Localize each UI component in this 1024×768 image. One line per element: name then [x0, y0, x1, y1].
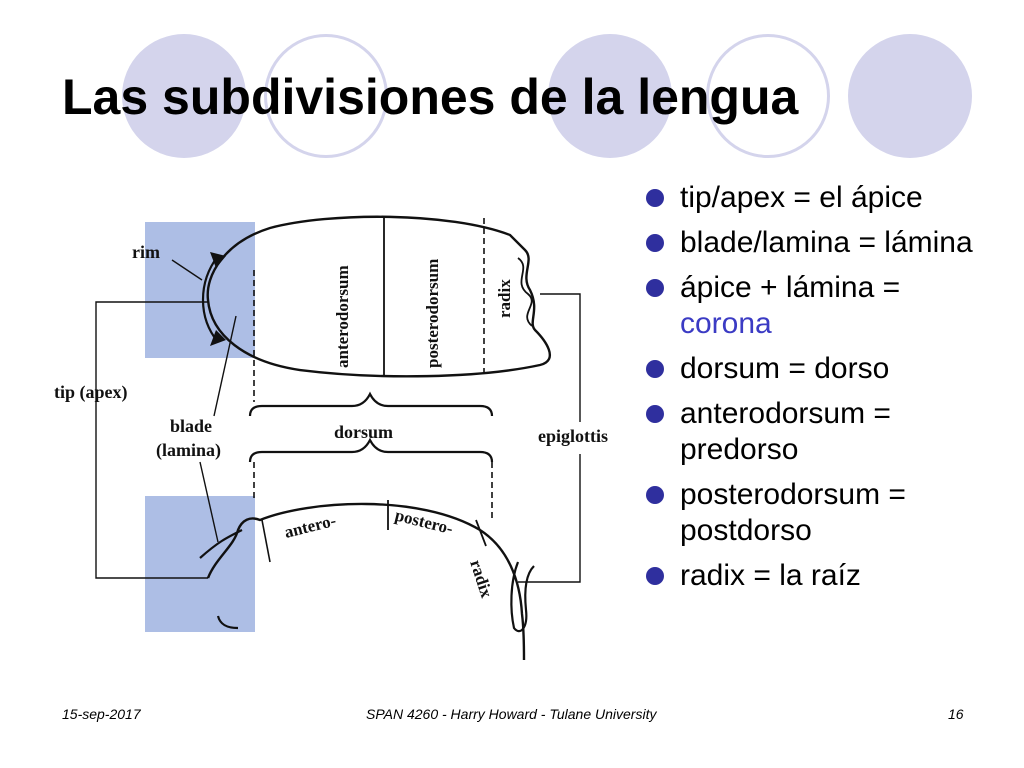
footer-course: SPAN 4260 - Harry Howard - Tulane Univer…	[366, 706, 657, 722]
dorsum-label: dorsum	[334, 422, 393, 442]
epiglottis-bracket-lower	[518, 454, 581, 583]
tip-highlight-lower	[145, 496, 255, 632]
radix-label-upper: radix	[495, 279, 514, 318]
list-item: anterodorsum = predorso	[640, 396, 980, 468]
decor-circle	[548, 34, 672, 158]
blade-leader-down	[199, 461, 219, 543]
term-text: anterodorsum = predorso	[680, 397, 891, 466]
posterodorsum-label: posterodorsum	[423, 259, 442, 368]
tongue-outline-lower	[206, 502, 526, 661]
terms-list: tip/apex = el ápice blade/lamina = lámin…	[640, 180, 980, 603]
dorsum-brace-top	[248, 391, 494, 417]
bullet-icon	[646, 486, 664, 504]
decor-circle	[122, 34, 246, 158]
anterodorsum-label: anterodorsum	[333, 265, 352, 368]
decor-ring	[264, 34, 388, 158]
corona-term: corona	[680, 307, 772, 340]
bullet-icon	[646, 405, 664, 423]
slide-title: Las subdivisiones de la lengua	[62, 69, 799, 125]
term-text: ápice + lámina =	[680, 271, 901, 304]
term-text: radix = la raíz	[680, 559, 861, 592]
bullet-icon	[646, 567, 664, 585]
list-item: ápice + lámina = corona	[640, 270, 980, 342]
epiglottis-label: epiglottis	[538, 426, 608, 446]
tip-bracket	[95, 301, 208, 579]
blade-label-line1: blade	[170, 416, 212, 436]
term-text: blade/lamina = lámina	[680, 226, 973, 259]
tip-underside-lower	[216, 615, 239, 630]
radix-wavy-edge	[517, 257, 533, 327]
epiglottis-shape	[510, 561, 535, 633]
blade-tick-lower	[199, 529, 243, 559]
list-item: blade/lamina = lámina	[640, 225, 980, 261]
rim-leader	[171, 259, 203, 281]
rim-arc	[202, 255, 219, 343]
list-item: posterodorsum = postdorso	[640, 477, 980, 549]
tongue-outline-upper	[206, 215, 552, 378]
decor-circle	[848, 34, 972, 158]
blade-leader-up	[213, 315, 237, 417]
bullet-icon	[646, 360, 664, 378]
blade-label-line2: (lamina)	[156, 440, 221, 461]
list-item: dorsum = dorso	[640, 351, 980, 387]
rim-label: rim	[132, 242, 160, 262]
dorsum-brace-bottom	[248, 437, 494, 463]
radix-label-lower: radix	[466, 557, 496, 600]
list-item: tip/apex = el ápice	[640, 180, 980, 216]
epiglottis-bracket	[540, 293, 581, 422]
tip-label: tip (apex)	[54, 382, 128, 403]
bullet-icon	[646, 234, 664, 252]
antero-label: antero-	[282, 511, 338, 542]
term-text: tip/apex = el ápice	[680, 181, 923, 214]
divider-lower-postero-radix	[475, 519, 487, 547]
footer-page-number: 16	[948, 706, 964, 722]
tongue-diagram: anterodorsum posterodorsum radix rim tip…	[54, 215, 608, 661]
rim-arrowhead-bottom	[210, 330, 226, 346]
list-item: radix = la raíz	[640, 558, 980, 594]
term-text: dorsum = dorso	[680, 352, 890, 385]
bullet-icon	[646, 189, 664, 207]
divider-lower-blade	[261, 519, 271, 563]
bullet-icon	[646, 279, 664, 297]
decor-ring	[706, 34, 830, 158]
footer-date: 15-sep-2017	[62, 706, 141, 722]
rim-arrowhead-top	[210, 252, 226, 268]
term-text: posterodorsum = postdorso	[680, 478, 906, 547]
